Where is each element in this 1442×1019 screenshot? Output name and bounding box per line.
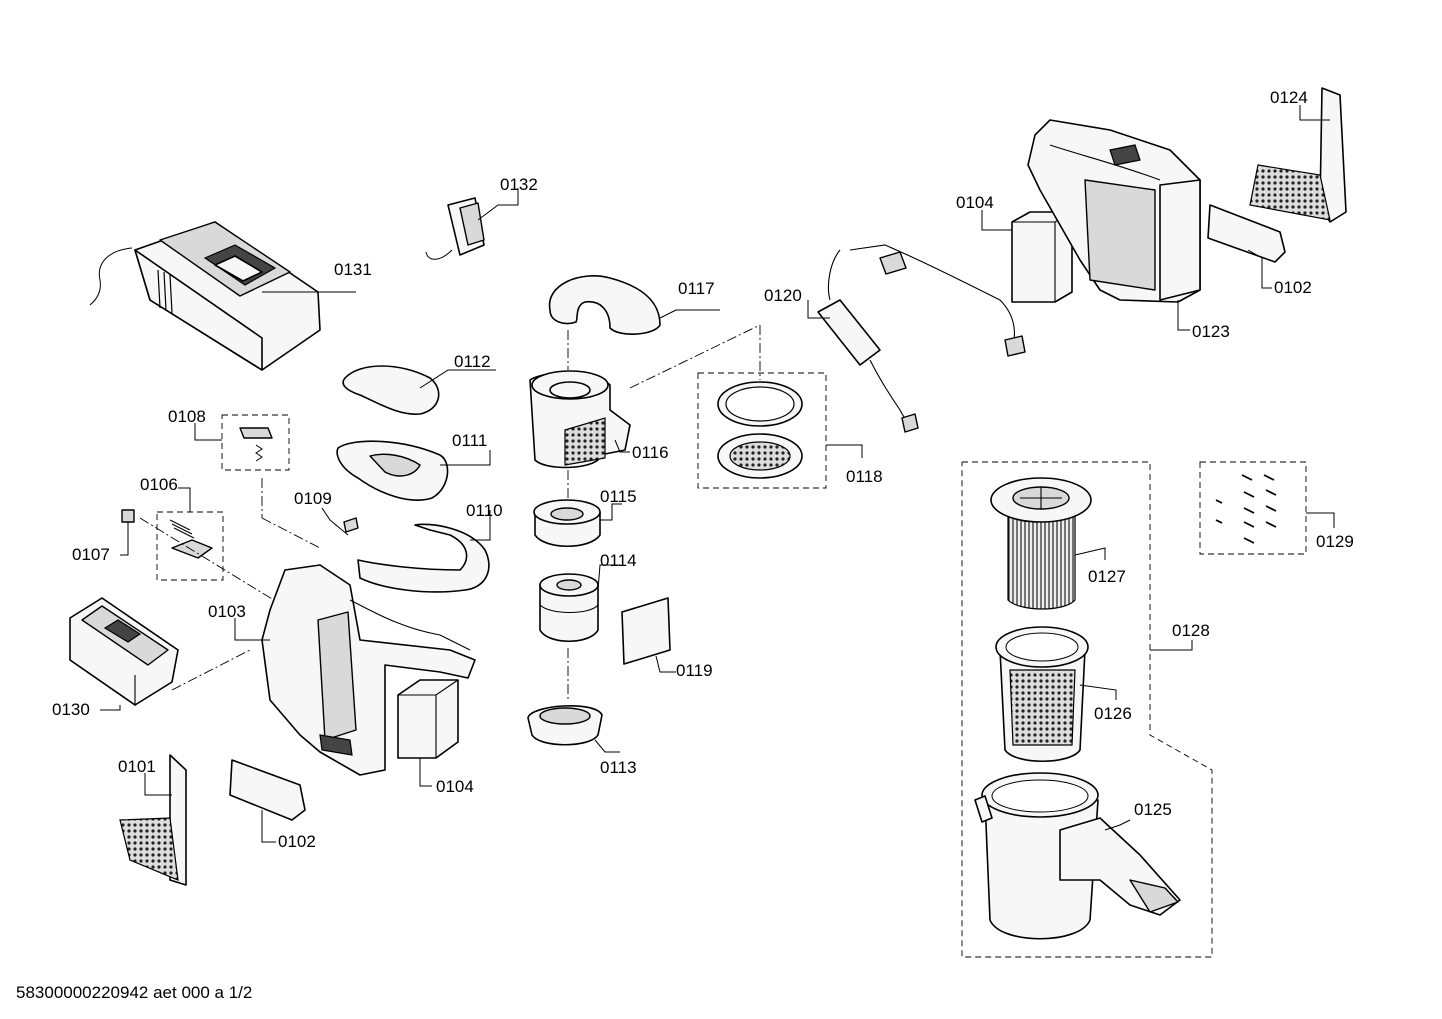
clip-0109: 0109	[294, 489, 359, 536]
screws-0129: 0129	[1199, 461, 1354, 555]
latch-0106-0107: 0106 0107	[72, 475, 291, 611]
grille-0124: 0124	[1249, 87, 1347, 223]
label-0102-right: 0102	[1274, 278, 1312, 297]
label-0106: 0106	[140, 475, 178, 494]
label-0116: 0116	[632, 443, 669, 462]
label-0107: 0107	[72, 545, 110, 564]
switch-0108: 0108	[168, 407, 290, 471]
label-0127: 0127	[1088, 567, 1126, 586]
label-0113: 0113	[600, 758, 637, 777]
label-0132: 0132	[500, 175, 538, 194]
charger-0131: 0131	[89, 221, 372, 371]
label-0119: 0119	[676, 661, 713, 680]
document-id: 58300000220942 aet 000 a 1/2	[16, 983, 252, 1002]
label-0111: 0111	[452, 431, 487, 450]
label-0114: 0114	[600, 551, 637, 570]
label-0109: 0109	[294, 489, 332, 508]
filter-0102-left: 0102	[229, 759, 316, 851]
filter-pad-0104-right: 0104	[956, 193, 1073, 303]
ring-0115: 0115	[533, 487, 637, 548]
label-0118: 0118	[846, 467, 883, 486]
motor-0114: 0114	[539, 551, 637, 700]
pcb-0120: 0120	[764, 244, 1026, 433]
dust-bin-0125: 0125	[974, 772, 1181, 940]
pleated-filter-0127: 0127	[990, 477, 1126, 610]
label-0108: 0108	[168, 407, 206, 426]
filter-pad-0104-left: 0104	[397, 679, 474, 796]
grille-0101: 0101	[118, 754, 187, 886]
label-0112: 0112	[454, 352, 491, 371]
motor-cover-0116: 0116	[529, 370, 669, 498]
label-0103: 0103	[208, 602, 246, 621]
mesh-cage-0126: 0126	[995, 626, 1132, 763]
duct-0117: 0117	[548, 275, 720, 370]
label-0104-right: 0104	[956, 193, 994, 212]
label-0131: 0131	[334, 260, 372, 279]
label-0115: 0115	[600, 487, 637, 506]
battery-0130: 0130	[52, 597, 251, 719]
label-0110: 0110	[466, 501, 503, 520]
label-0123: 0123	[1192, 322, 1230, 341]
seals-0118: 0118	[629, 324, 883, 489]
base-0113: 0113	[527, 705, 637, 777]
label-0104-left: 0104	[436, 777, 474, 796]
power-adapter-0132: 0132	[425, 175, 538, 260]
label-0129: 0129	[1316, 532, 1354, 551]
label-0125: 0125	[1134, 800, 1172, 819]
cover-0111: 0111	[336, 431, 491, 501]
frame-0110: 0110	[357, 501, 503, 593]
label-0117: 0117	[678, 279, 715, 298]
label-0101: 0101	[118, 757, 156, 776]
filter-0102-right: 0102	[1207, 204, 1312, 297]
housing-0103: 0103	[208, 478, 476, 776]
label-0130: 0130	[52, 700, 90, 719]
assembly-0128: 0128 0127 0126 0125	[961, 461, 1213, 958]
cover-0112: 0112	[342, 352, 496, 415]
label-0124: 0124	[1270, 88, 1308, 107]
label-0128: 0128	[1172, 621, 1210, 640]
housing-0123: 0123	[1027, 119, 1230, 341]
pad-0119: 0119	[621, 597, 713, 680]
label-0126: 0126	[1094, 704, 1132, 723]
label-0120: 0120	[764, 286, 802, 305]
label-0102-left: 0102	[278, 832, 316, 851]
